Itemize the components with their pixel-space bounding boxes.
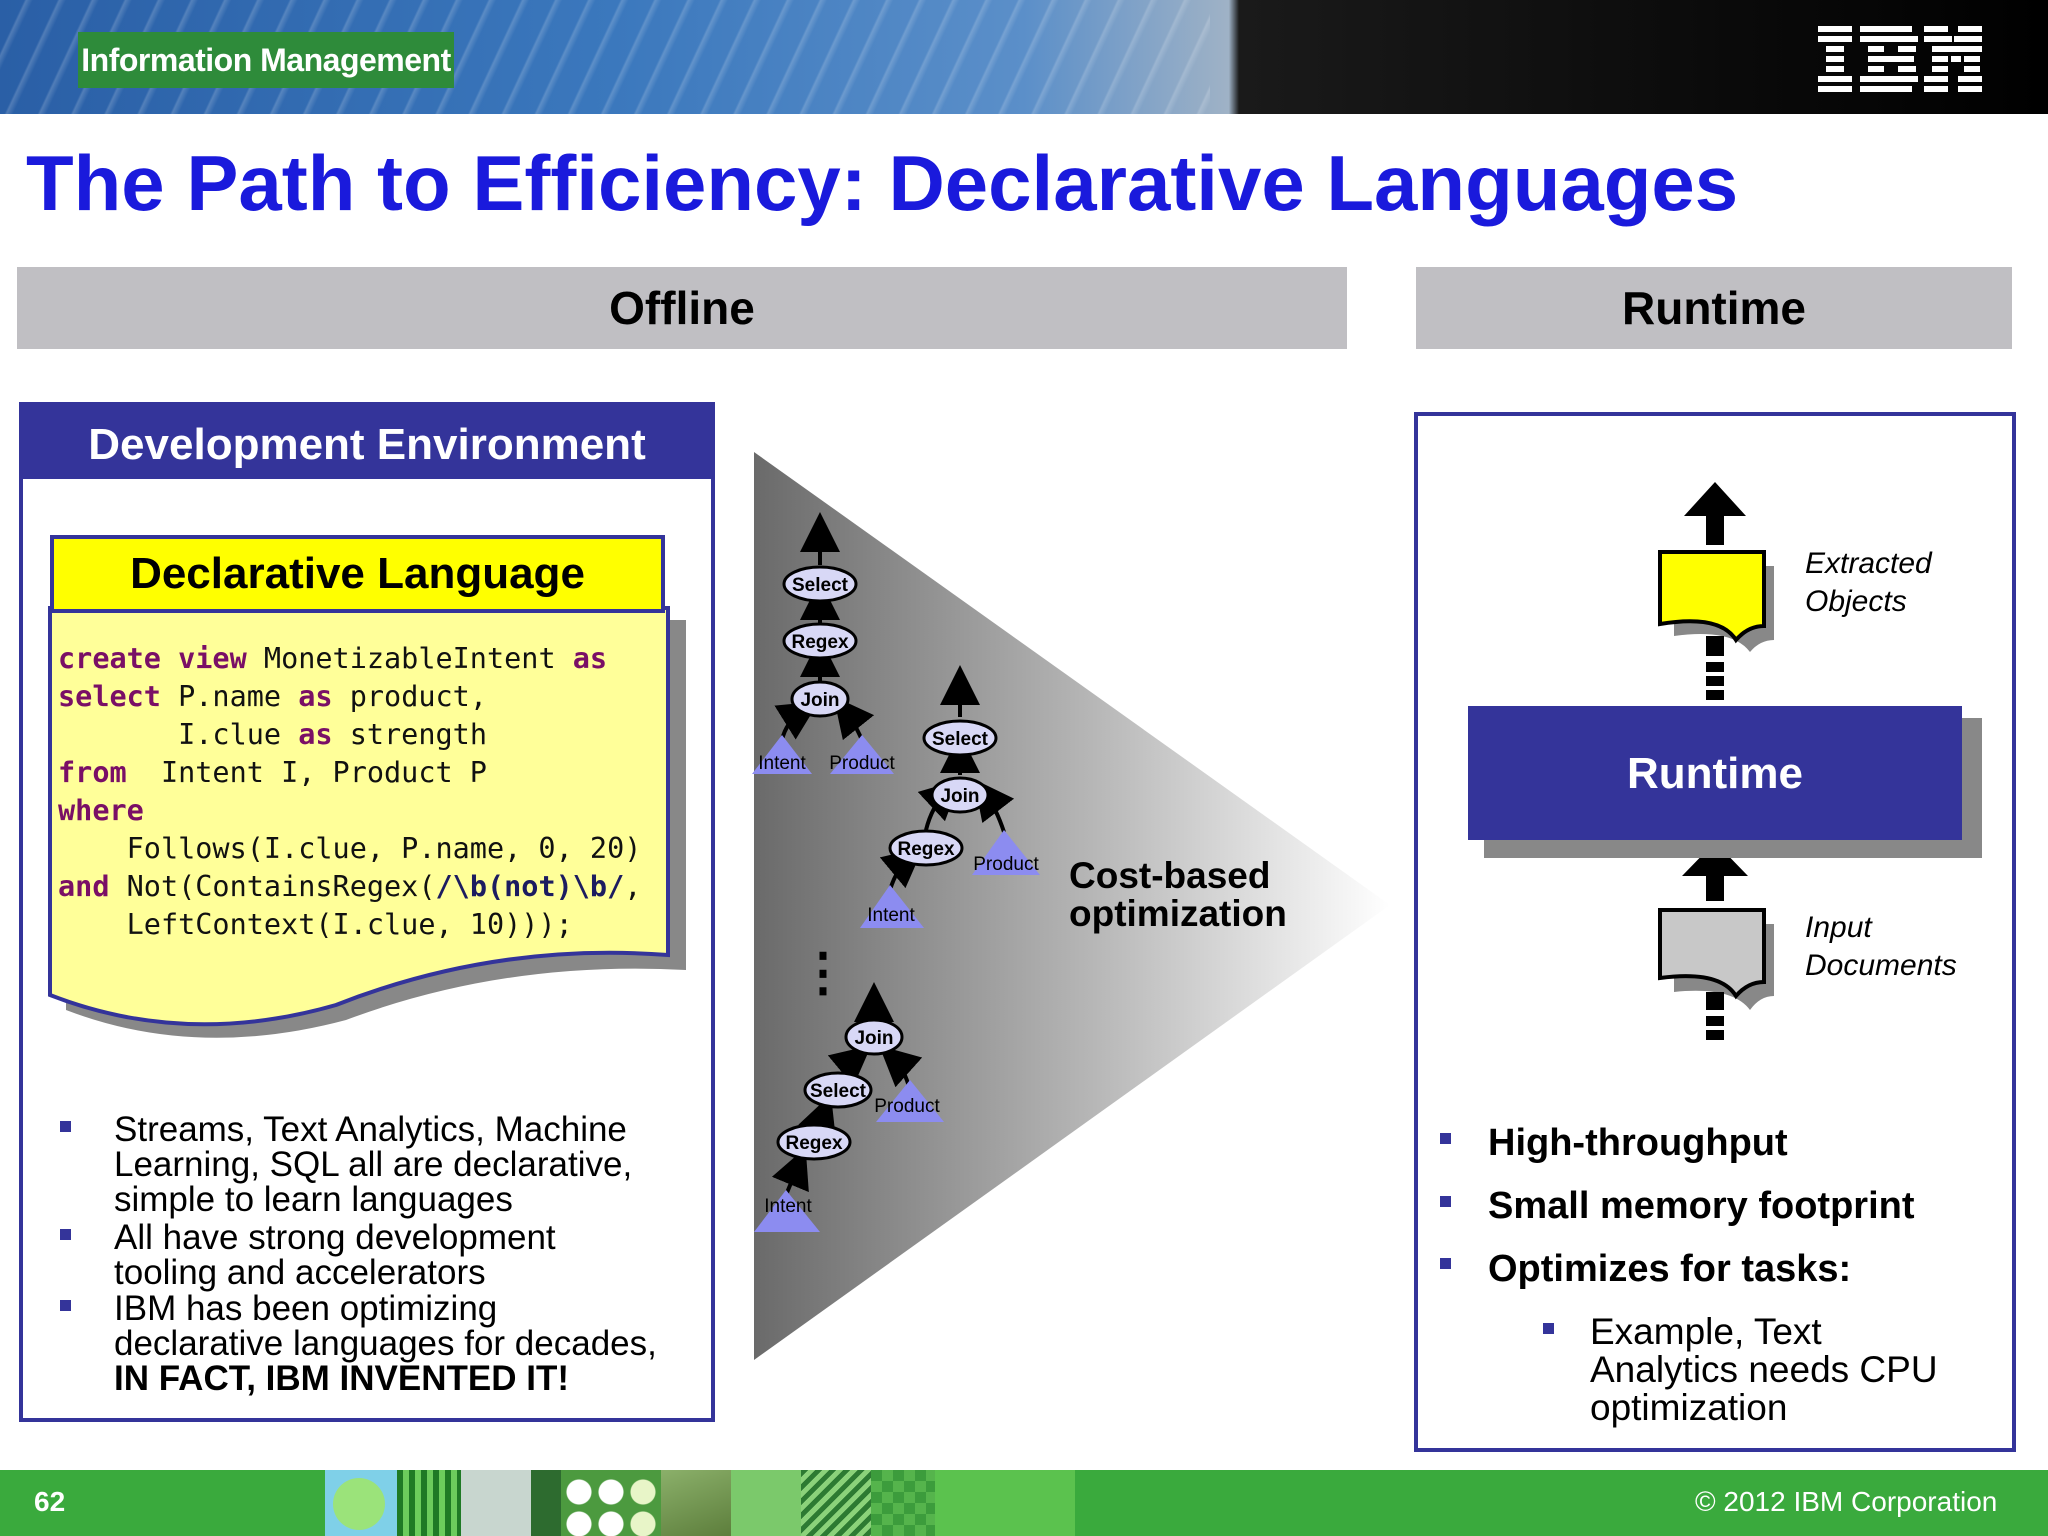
cost-based-optimization-label: Cost-based optimization bbox=[1069, 857, 1287, 933]
footer-dots-tile bbox=[561, 1470, 661, 1536]
runtime-bullet: High-throughput bbox=[1488, 1122, 1788, 1165]
regex-node: Regex bbox=[784, 624, 856, 658]
footer-tile bbox=[661, 1470, 731, 1536]
cost-label-line: optimization bbox=[1069, 895, 1287, 933]
svg-text:Regex: Regex bbox=[791, 632, 848, 653]
runtime-sub-bullet: Example, Text Analytics needs CPU optimi… bbox=[1590, 1313, 1938, 1427]
sub-bullet-line: optimization bbox=[1590, 1389, 1938, 1427]
footer-tile bbox=[397, 1470, 461, 1536]
bullet-text-emphasis: IN FACT, IBM INVENTED IT! bbox=[114, 1361, 569, 1396]
list-item: All have strong development tooling and … bbox=[60, 1220, 710, 1296]
bullet-icon bbox=[1440, 1196, 1451, 1207]
list-item: Streams, Text Analytics, Machine Learnin… bbox=[60, 1112, 710, 1222]
cost-label-line: Cost-based bbox=[1069, 857, 1287, 895]
select-node: Select bbox=[784, 567, 856, 601]
svg-text:Select: Select bbox=[792, 575, 849, 596]
bullet-text: Streams, Text Analytics, Machine bbox=[114, 1112, 627, 1147]
svg-text:Product: Product bbox=[874, 1096, 940, 1117]
extracted-objects-label: Extracted Objects bbox=[1805, 545, 1932, 621]
svg-text:Product: Product bbox=[973, 854, 1039, 875]
bullet-icon bbox=[60, 1229, 71, 1240]
regex-node: Regex bbox=[778, 1125, 850, 1159]
runtime-section-bar: Runtime bbox=[1416, 267, 2012, 349]
svg-text:Regex: Regex bbox=[897, 839, 954, 860]
bullet-text: declarative languages for decades, bbox=[114, 1326, 657, 1361]
footer-tile bbox=[801, 1470, 871, 1536]
bullet-icon bbox=[60, 1121, 71, 1132]
regex-node: Regex bbox=[890, 831, 962, 865]
ibm-logo bbox=[1818, 22, 1986, 94]
footer-circle-tile bbox=[333, 1478, 385, 1530]
label-line: Documents bbox=[1805, 947, 1957, 985]
svg-text:Join: Join bbox=[800, 690, 839, 711]
label-line: Input bbox=[1805, 909, 1957, 947]
runtime-bullet: Optimizes for tasks: bbox=[1488, 1248, 1851, 1291]
ellipsis-icon: ⋮ bbox=[797, 944, 849, 1002]
aql-code-block: create view MonetizableIntent as select … bbox=[58, 640, 641, 944]
declarative-language-heading: Declarative Language bbox=[50, 535, 665, 613]
bullet-icon bbox=[1543, 1323, 1554, 1334]
bullet-text: tooling and accelerators bbox=[114, 1255, 486, 1290]
bullet-text: All have strong development bbox=[114, 1220, 556, 1255]
svg-text:Select: Select bbox=[810, 1081, 867, 1102]
input-documents-label: Input Documents bbox=[1805, 909, 1957, 985]
bullet-icon bbox=[60, 1300, 71, 1311]
footer-tile bbox=[531, 1470, 561, 1536]
runtime-block: Runtime bbox=[1468, 706, 1962, 840]
footer-tile bbox=[461, 1470, 531, 1536]
sub-bullet-line: Analytics needs CPU bbox=[1590, 1351, 1938, 1389]
footer-tile bbox=[871, 1470, 935, 1536]
label-line: Extracted bbox=[1805, 545, 1932, 583]
bullet-text: Learning, SQL all are declarative, bbox=[114, 1147, 632, 1182]
list-item: IBM has been optimizing declarative lang… bbox=[60, 1291, 710, 1401]
bullet-icon bbox=[1440, 1258, 1451, 1269]
svg-text:Regex: Regex bbox=[785, 1133, 842, 1154]
runtime-bullet: Small memory footprint bbox=[1488, 1185, 1915, 1228]
join-node: Join bbox=[932, 778, 988, 812]
bullet-text: simple to learn languages bbox=[114, 1182, 513, 1217]
sub-bullet-line: Example, Text bbox=[1590, 1313, 1938, 1351]
slide-title: The Path to Efficiency: Declarative Lang… bbox=[26, 138, 1738, 229]
select-node: Select bbox=[924, 721, 996, 755]
svg-text:Join: Join bbox=[854, 1028, 893, 1049]
bullet-icon bbox=[1440, 1133, 1451, 1144]
page-number: 62 bbox=[34, 1486, 65, 1518]
copyright: © 2012 IBM Corporation bbox=[1695, 1486, 1997, 1518]
svg-text:Intent: Intent bbox=[758, 753, 806, 774]
footer-tile bbox=[935, 1470, 1075, 1536]
bullet-text: IBM has been optimizing bbox=[114, 1291, 497, 1326]
svg-text:Product: Product bbox=[829, 753, 895, 774]
join-node: Join bbox=[792, 682, 848, 716]
footer-tile bbox=[731, 1470, 801, 1536]
svg-text:Join: Join bbox=[940, 786, 979, 807]
svg-text:Intent: Intent bbox=[764, 1196, 812, 1217]
select-node: Select bbox=[805, 1073, 871, 1107]
svg-text:Intent: Intent bbox=[867, 905, 915, 926]
label-line: Objects bbox=[1805, 583, 1932, 621]
offline-section-bar: Offline bbox=[17, 267, 1347, 349]
development-environment-heading: Development Environment bbox=[22, 405, 712, 479]
information-management-badge: Information Management bbox=[78, 32, 454, 88]
svg-text:Select: Select bbox=[932, 729, 989, 750]
up-arrow-icon bbox=[1684, 482, 1746, 516]
join-node: Join bbox=[846, 1020, 902, 1054]
